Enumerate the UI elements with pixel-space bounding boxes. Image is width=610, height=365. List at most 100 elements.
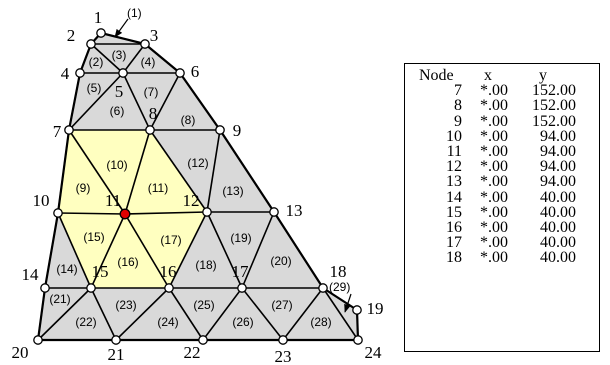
cell-x: *.00: [480, 158, 508, 176]
mesh-edge: [241, 287, 284, 341]
element-label-8: (8): [181, 113, 196, 127]
node-label-7: 7: [53, 122, 62, 141]
element-20-face: [242, 212, 323, 288]
node-2-marker: [86, 39, 96, 49]
mesh-diagram: (1)(2)(3)(4)(5)(6)(7)(8)(9)(10)(11)(12)(…: [12, 6, 384, 365]
element-9-face: [58, 130, 125, 214]
element-15-face: [58, 213, 125, 288]
element-label-18: (18): [195, 258, 216, 272]
cell-x: *.00: [480, 234, 508, 252]
node-12-marker: [202, 207, 212, 217]
cell-node: 15: [446, 203, 462, 221]
node-label-9: 9: [233, 121, 242, 140]
mesh-edge: [68, 129, 126, 215]
element-8-face: [150, 73, 220, 130]
node-label-15: 15: [92, 262, 109, 281]
node-14-marker: [40, 283, 50, 293]
element-label-9: (9): [76, 181, 91, 195]
cell-x: *.00: [480, 82, 508, 100]
element-17-face: [125, 212, 207, 288]
element-14-face: [45, 213, 91, 288]
cell-y: 94.00: [540, 173, 576, 191]
element-label-27: (27): [271, 298, 292, 312]
mesh-edge: [241, 211, 275, 289]
element-label-24: (24): [157, 315, 178, 329]
mesh-edge: [124, 211, 208, 215]
node-19-marker: [352, 305, 362, 315]
node-label-1: 1: [94, 8, 103, 27]
mesh-edge: [68, 72, 124, 131]
element-1-leader: [114, 18, 129, 38]
mesh-boundary: [36, 31, 360, 342]
node-10-marker: [53, 208, 63, 218]
element-3-face: [91, 44, 145, 73]
cell-node: 13: [446, 173, 462, 191]
node-label-8: 8: [149, 104, 158, 123]
node-label-21: 21: [108, 345, 125, 364]
cell-y: 152.00: [532, 97, 576, 115]
node-1-marker: [96, 28, 106, 38]
cell-node: 11: [446, 143, 462, 161]
mesh-edge: [322, 287, 359, 341]
cell-node: 18: [446, 249, 462, 267]
element-18-face: [169, 212, 242, 288]
mesh-nodes: [33, 28, 363, 345]
element-24-face: [116, 288, 203, 340]
node-11-marker: [119, 208, 131, 220]
mesh-edges: [36, 31, 360, 342]
cell-node: 16: [446, 219, 462, 237]
node-15-marker: [86, 283, 96, 293]
element-label-10: (10): [106, 158, 127, 172]
element-label-1: (1): [127, 6, 142, 20]
node-label-16: 16: [160, 262, 177, 281]
node-label-3: 3: [150, 26, 159, 45]
mesh-edge: [57, 212, 126, 215]
header-x: x: [484, 67, 492, 84]
node-label-13: 13: [286, 201, 303, 220]
cell-x: *.00: [480, 203, 508, 221]
node-label-14: 14: [22, 265, 40, 284]
mesh-edge: [206, 211, 243, 289]
cell-x: *.00: [480, 143, 508, 161]
cell-x: *.00: [480, 173, 508, 191]
cell-y: 40.00: [540, 249, 576, 267]
mesh-edge: [149, 129, 208, 213]
cell-x: *.00: [480, 112, 508, 130]
cell-node: 8: [454, 97, 462, 115]
element-12-face: [150, 130, 220, 212]
element-label-2: (2): [89, 55, 104, 69]
node-label-4: 4: [61, 64, 70, 83]
cell-y: 94.00: [540, 158, 576, 176]
element-labels: (1)(2)(3)(4)(5)(6)(7)(8)(9)(10)(11)(12)(…: [49, 6, 352, 329]
mesh-edge: [37, 287, 92, 341]
element-label-3: (3): [112, 48, 127, 62]
node-label-10: 10: [33, 191, 50, 210]
header-node: Node: [419, 67, 454, 84]
node-label-17: 17: [232, 262, 250, 281]
node-label-23: 23: [275, 347, 292, 365]
element-label-16: (16): [117, 255, 138, 269]
mesh-edge: [115, 287, 170, 341]
node-label-22: 22: [184, 343, 201, 362]
table-row: 17 *.00 40.00: [419, 234, 576, 252]
header-y: y: [539, 67, 547, 84]
element-label-6: (6): [110, 104, 125, 118]
cell-y: 40.00: [540, 234, 576, 252]
cell-node: 7: [454, 82, 462, 100]
element-label-4: (4): [141, 55, 156, 69]
node-16-marker: [164, 283, 174, 293]
mesh-edge: [124, 213, 170, 289]
cell-x: *.00: [480, 97, 508, 115]
cell-node: 17: [446, 234, 462, 252]
element-16-face: [91, 214, 169, 288]
element-19-face: [207, 212, 274, 288]
